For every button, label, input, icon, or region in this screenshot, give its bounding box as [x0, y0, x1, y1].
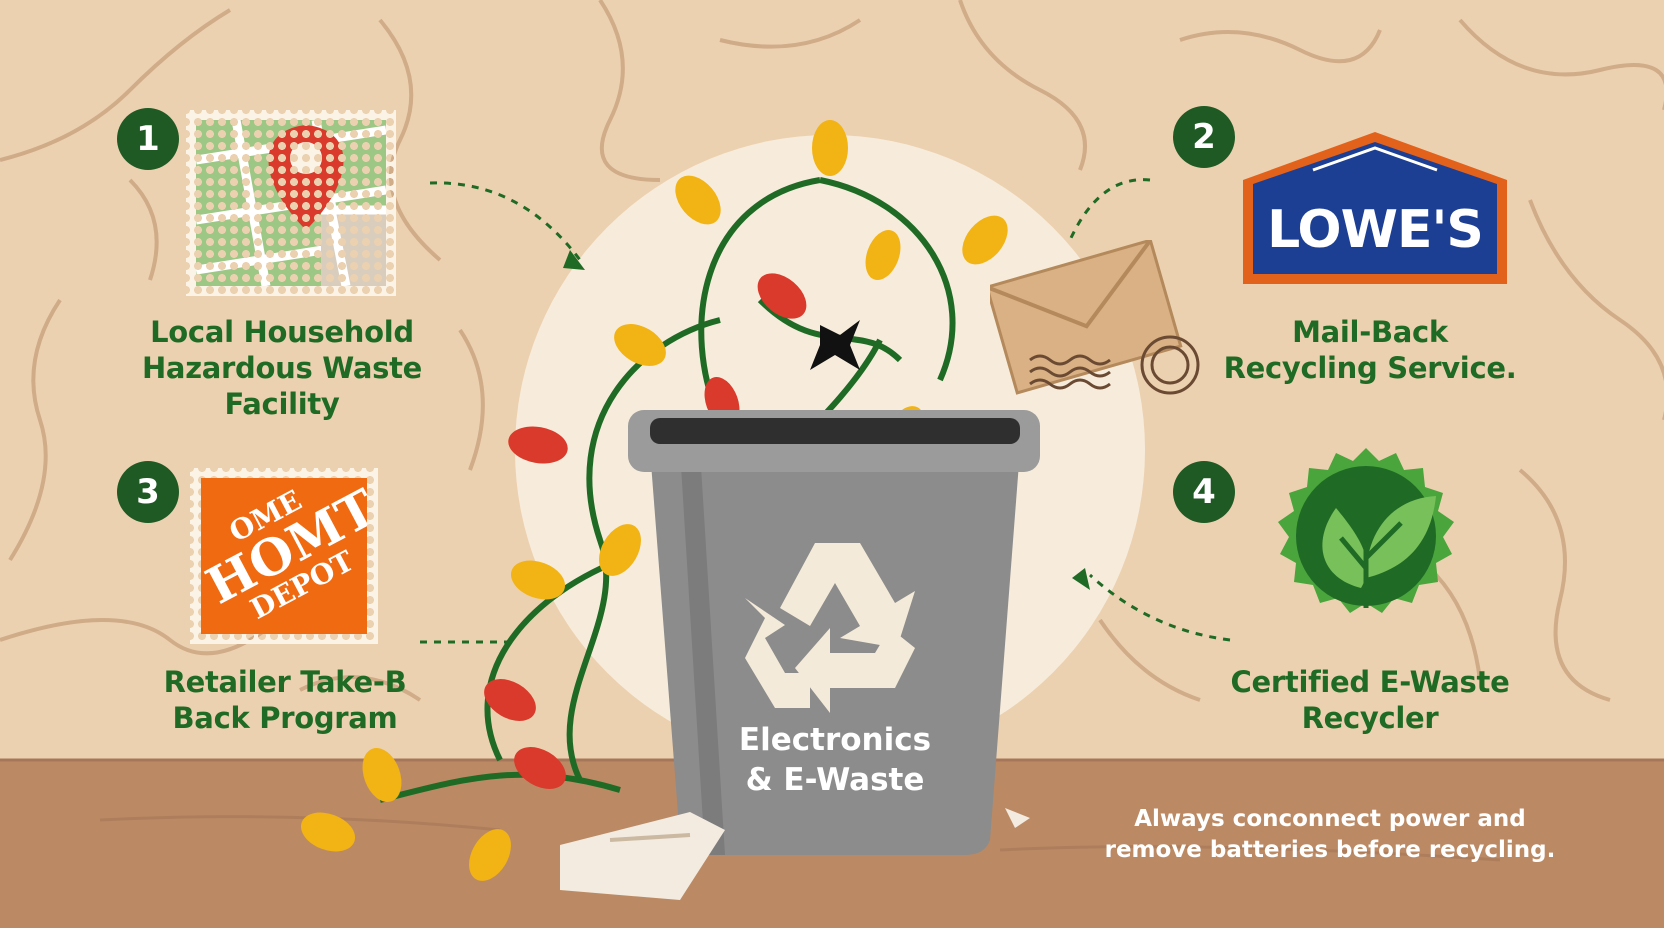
step-3-label-line-1: Retailer Take-B: [163, 665, 407, 699]
step-1-label: Local Household Hazardous Waste Facility: [132, 314, 432, 422]
safety-note: Always conconnect power and remove batte…: [1100, 804, 1560, 866]
leaf-badge-icon: [1278, 448, 1454, 613]
step-3-number: 3: [117, 461, 179, 523]
bin-body: [650, 450, 1020, 855]
recycle-icon: [745, 543, 915, 713]
step-1-label-line-3: Facility: [224, 387, 340, 421]
bin-label: Electronics & E-Waste: [720, 720, 950, 800]
step-4-number: 4: [1173, 461, 1235, 523]
lowes-logo: [1243, 132, 1507, 284]
bin-label-line-1: Electronics: [738, 722, 932, 758]
step-1-label-line-1: Local Household: [150, 315, 414, 349]
step-3-label-line-2: Back Program: [172, 701, 398, 735]
step-2-number: 2: [1173, 106, 1235, 168]
step-4-label-line-1: Certified E-Waste: [1230, 665, 1510, 699]
safety-note-line-2: remove batteries before recycling.: [1104, 837, 1556, 863]
store-logo: OME HOMT DEPOT: [201, 478, 367, 634]
map-stamp: [186, 110, 396, 296]
step-2-label-line-2: Recycling Service.: [1223, 351, 1517, 385]
step-4-label-line-2: Recycler: [1301, 701, 1439, 735]
step-3-label: Retailer Take-B Back Program: [140, 664, 430, 736]
step-2-label: Mail-Back Recycling Service.: [1210, 314, 1530, 386]
envelope-icon: [990, 240, 1200, 395]
step-4-label: Certified E-Waste Recycler: [1220, 664, 1520, 736]
safety-note-line-1: Always conconnect power and: [1134, 806, 1526, 832]
step-2-label-line-1: Mail-Back: [1292, 315, 1448, 349]
step-1-number: 1: [117, 108, 179, 170]
step-1-label-line-2: Hazardous Waste: [141, 351, 423, 385]
arrow-4: [1088, 573, 1231, 642]
arrow-1: [429, 181, 582, 261]
bin-label-line-2: & E-Waste: [745, 762, 925, 798]
map-pin-icon: [195, 119, 387, 287]
lowes-logo-text: LOWE'S: [1267, 200, 1484, 260]
arrow-2: [1068, 178, 1151, 241]
